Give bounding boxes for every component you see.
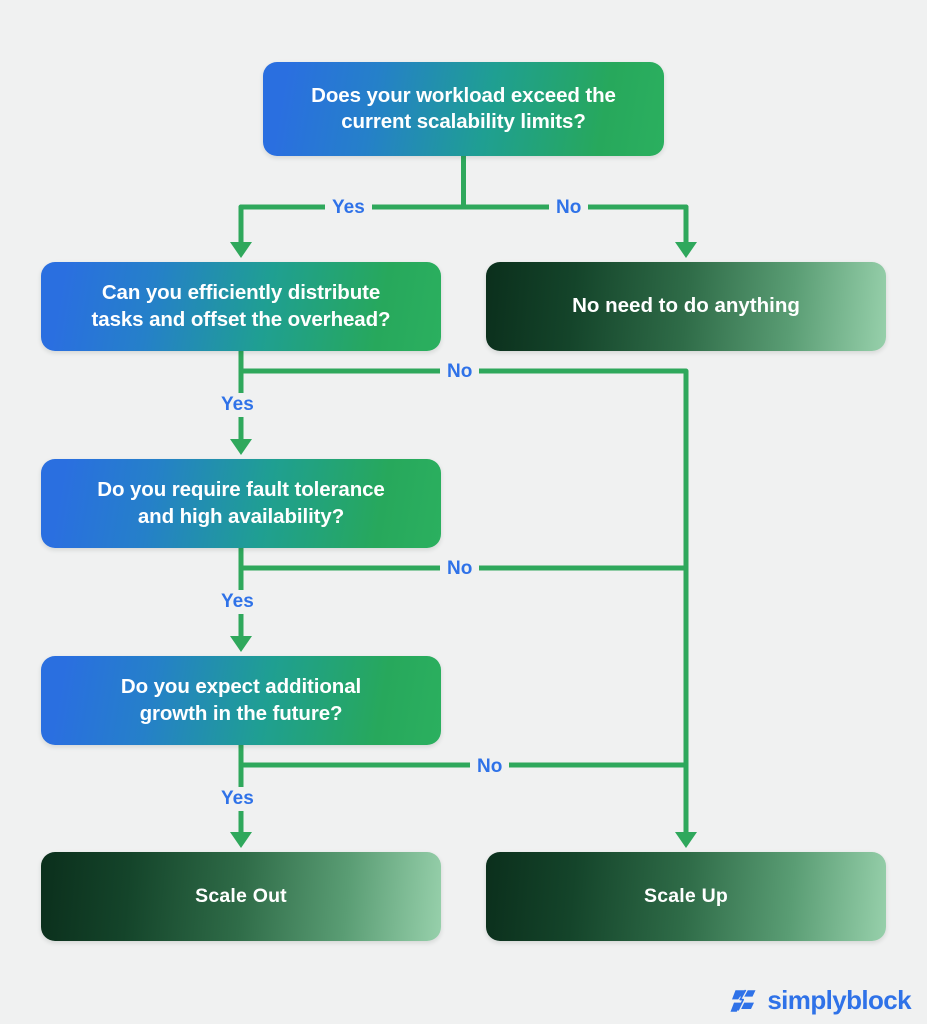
- edge-label-q1-no: No: [440, 360, 480, 384]
- node-noop-label: No need to do anything: [572, 294, 800, 318]
- simplyblock-bolt-icon: [737, 989, 747, 1011]
- brand-wordmark: simplyblock: [767, 985, 911, 1015]
- edge-label-q3-yes: Yes: [214, 787, 261, 811]
- arrowhead-to-q3: [230, 636, 252, 652]
- node-q3-label: Do you expect additional growth in the f…: [120, 675, 362, 725]
- simplyblock-mark-icon: [730, 988, 756, 1012]
- brand-logo: simplyblock: [728, 985, 912, 1016]
- edge-q1-no: [238, 368, 689, 836]
- edge-label-start-no: No: [549, 196, 589, 220]
- node-fault-tolerance-question[interactable]: Do you require fault tolerance and high …: [41, 459, 441, 548]
- arrowhead-to-q2: [230, 439, 252, 455]
- arrowhead-to-scale-out: [230, 832, 252, 848]
- edge-label-q2-no: No: [440, 557, 480, 581]
- edge-label-q3-no: No: [470, 755, 510, 779]
- node-scale-out-label: Scale Out: [195, 885, 287, 908]
- node-scale-up-result[interactable]: Scale Up: [486, 852, 886, 941]
- node-distribute-tasks-question[interactable]: Can you efficiently distribute tasks and…: [41, 262, 441, 351]
- node-start-label: Does your workload exceed the current sc…: [311, 83, 616, 133]
- node-future-growth-question[interactable]: Do you expect additional growth in the f…: [41, 656, 441, 745]
- node-scale-out-result[interactable]: Scale Out: [41, 852, 441, 941]
- edge-label-q2-yes: Yes: [214, 590, 261, 614]
- node-q1-label: Can you efficiently distribute tasks and…: [91, 281, 391, 331]
- node-q2-label: Do you require fault tolerance and high …: [97, 478, 385, 528]
- edge-label-q1-yes: Yes: [214, 393, 261, 417]
- node-no-action-terminal[interactable]: No need to do anything: [486, 262, 886, 351]
- arrowhead-to-q1: [230, 242, 252, 258]
- edge-label-start-yes: Yes: [325, 196, 372, 220]
- arrowhead-to-scale-up: [675, 832, 697, 848]
- node-scale-up-label: Scale Up: [644, 885, 728, 908]
- node-start-question[interactable]: Does your workload exceed the current sc…: [263, 62, 664, 156]
- arrowhead-to-noop: [675, 242, 697, 258]
